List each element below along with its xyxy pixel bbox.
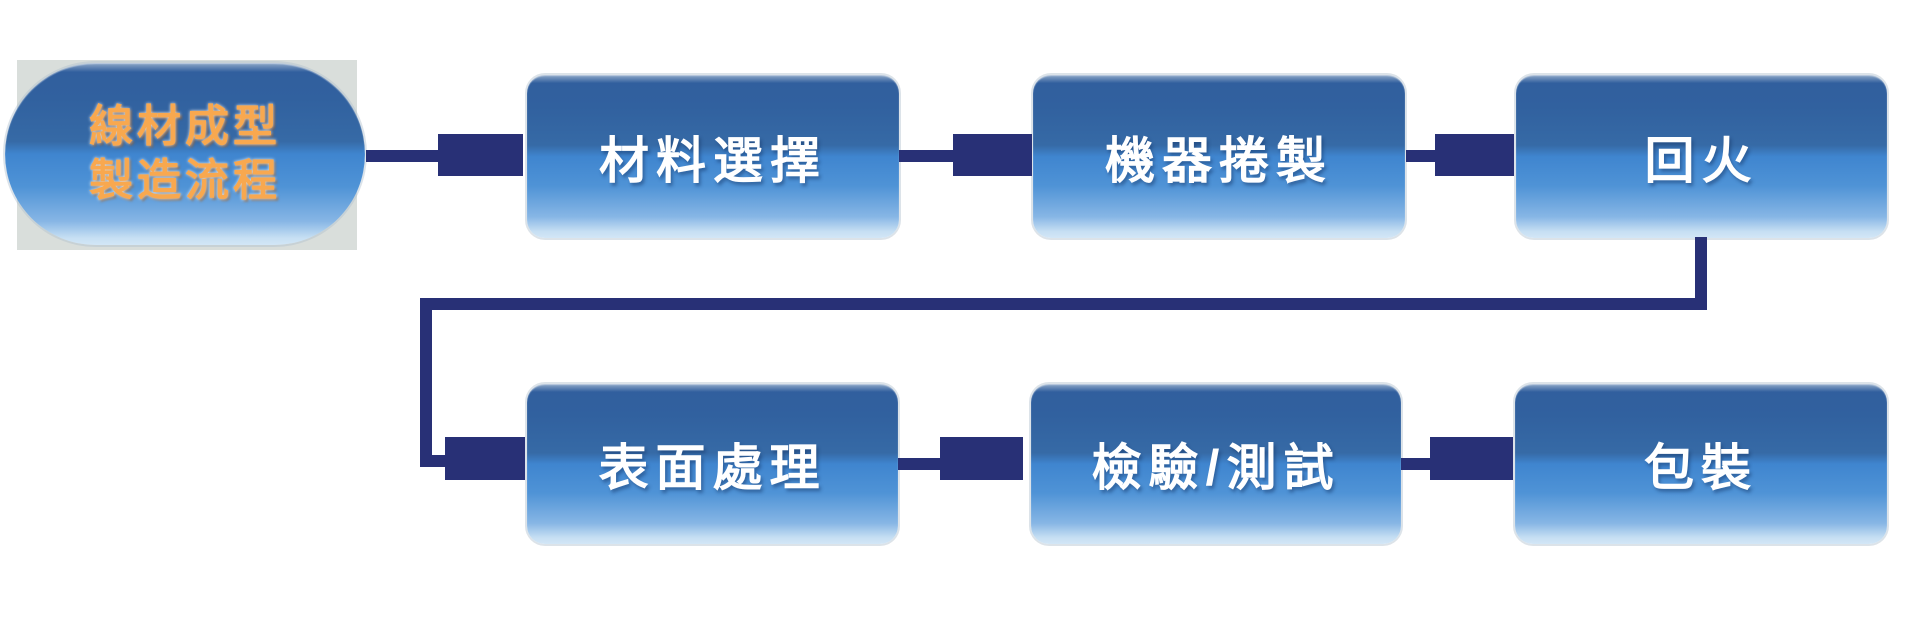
node-surface-treatment: 表面處理 xyxy=(527,384,898,544)
connector-material-to-coiling-line xyxy=(899,150,955,162)
connector-elbow-to-surface-block xyxy=(445,437,525,480)
node-tempering-label: 回火 xyxy=(1644,132,1759,189)
connector-title-to-material-line xyxy=(366,150,440,162)
connector-surface-to-inspection-line xyxy=(898,458,942,470)
connector-inspection-to-packaging-block xyxy=(1430,437,1513,480)
node-inspection-testing-label: 檢驗/測試 xyxy=(1091,440,1341,496)
connector-title-to-material-block xyxy=(438,134,523,176)
node-packaging: 包裝 xyxy=(1515,384,1887,544)
node-packaging-label: 包裝 xyxy=(1644,440,1758,496)
connector-elbow-drop-to-row2 xyxy=(420,298,432,467)
title-line-1: 線材成型 xyxy=(89,102,281,152)
connector-material-to-coiling-block xyxy=(953,134,1032,176)
title-pill: 線材成型 製造流程 xyxy=(5,63,365,245)
connector-inspection-to-packaging-line xyxy=(1401,458,1432,470)
node-machine-coiling: 機器捲製 xyxy=(1033,75,1405,238)
connector-elbow-horizontal xyxy=(420,298,1707,310)
node-material-selection-label: 材料選擇 xyxy=(599,132,827,189)
connector-coiling-to-tempering-block xyxy=(1435,134,1514,176)
connector-elbow-drop-from-tempering xyxy=(1695,237,1707,304)
connector-elbow-foot-line xyxy=(430,455,448,467)
node-tempering: 回火 xyxy=(1516,75,1887,238)
node-inspection-testing: 檢驗/測試 xyxy=(1031,384,1401,544)
node-surface-treatment-label: 表面處理 xyxy=(598,440,827,496)
title-line-2: 製造流程 xyxy=(89,156,281,205)
connector-coiling-to-tempering-line xyxy=(1406,150,1437,162)
node-material-selection: 材料選擇 xyxy=(527,75,899,238)
connector-surface-to-inspection-block xyxy=(940,437,1023,480)
node-machine-coiling-label: 機器捲製 xyxy=(1105,132,1333,189)
